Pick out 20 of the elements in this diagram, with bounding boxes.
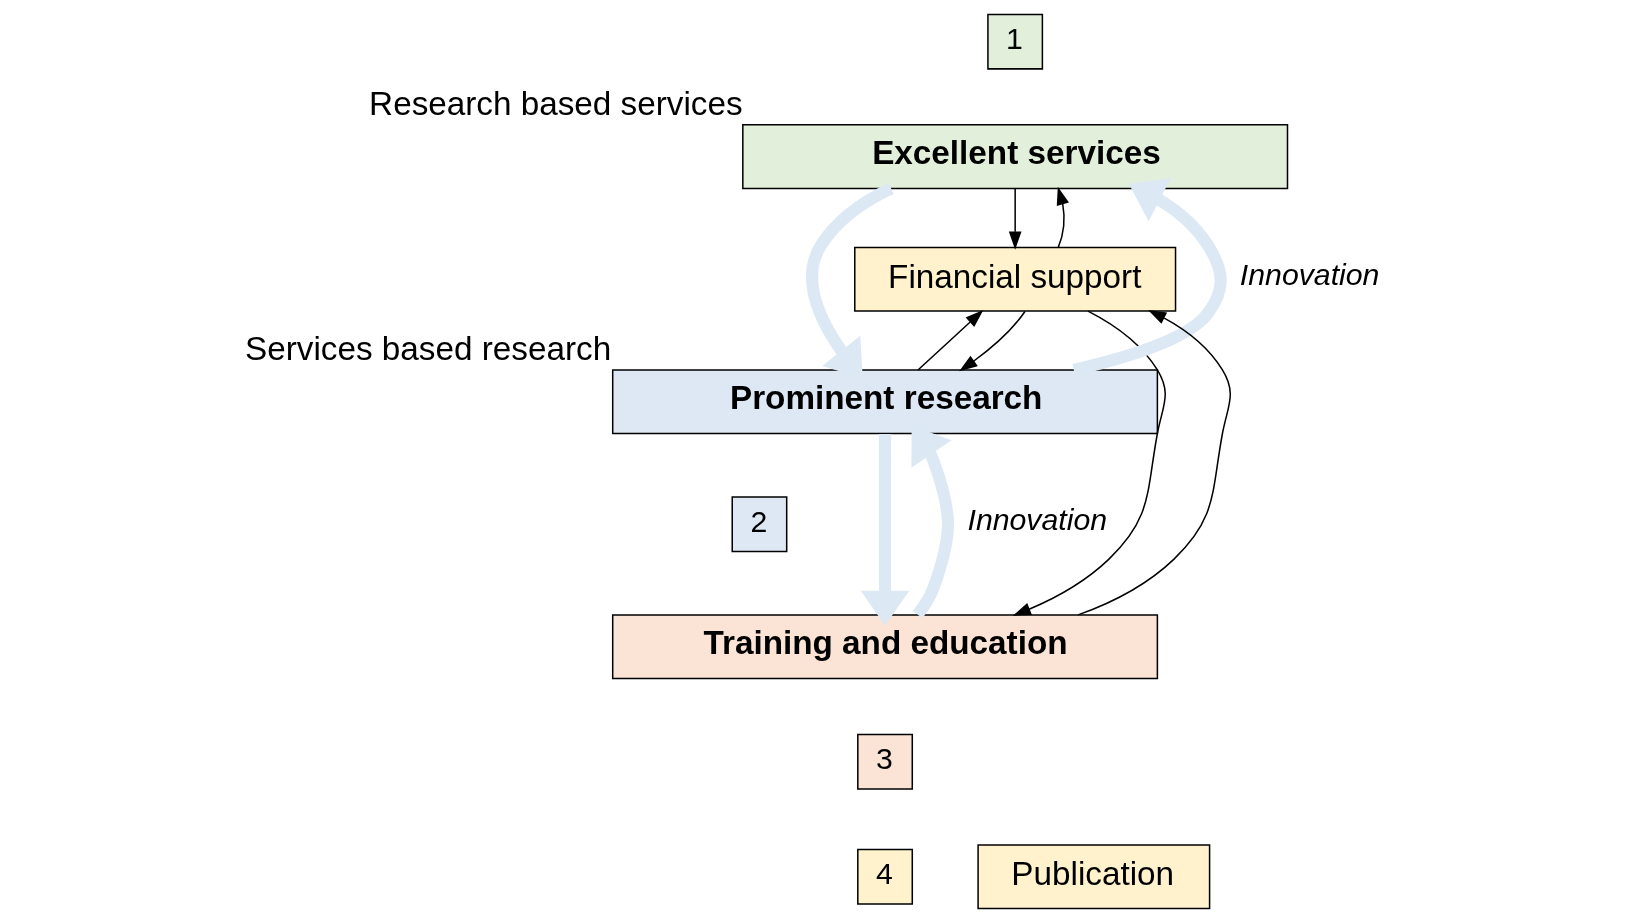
node-box: 1: [986, 13, 1043, 70]
arrow: [1076, 310, 1231, 616]
node-label: Research based services: [368, 85, 743, 123]
node-box: Prominent research: [611, 369, 1158, 435]
node-box: 4: [856, 848, 913, 905]
edge-label: Innovation: [967, 503, 1107, 537]
arrow: [958, 310, 1026, 372]
node-box: Excellent services: [741, 124, 1288, 190]
arrow: [860, 433, 909, 626]
arrow: [1008, 188, 1022, 250]
node-box: 3: [856, 733, 913, 790]
arrow: [916, 309, 983, 371]
node-box: Training and education: [611, 614, 1158, 680]
node-box: Publication: [976, 844, 1210, 910]
node-box: 2: [730, 496, 787, 553]
edge-label: Innovation: [1239, 258, 1379, 292]
node-box: Financial support: [853, 246, 1176, 312]
arrow: [1056, 186, 1069, 249]
arrow: [1012, 310, 1166, 616]
node-label: Services based research: [244, 330, 611, 368]
